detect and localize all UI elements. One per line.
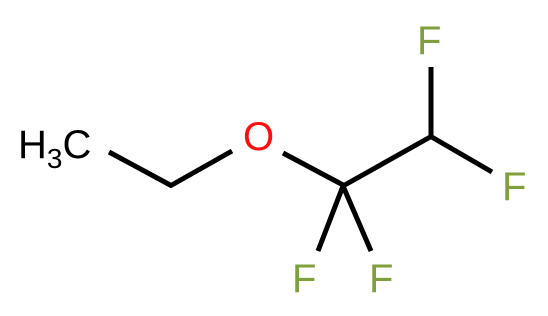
bond-cf2-f-bottom-right (340, 185, 374, 252)
ch3-label: H3C (18, 123, 91, 174)
fluorine-bottom-right-label: F (369, 257, 393, 301)
bond-ch3-ch2 (107, 149, 174, 189)
ch3-subscript: 3 (47, 143, 63, 174)
bond-cf2-chf2 (341, 133, 434, 189)
fluorine-right-label: F (502, 165, 526, 209)
ch3-c: C (62, 123, 91, 167)
fluorine-bottom-left-label: F (292, 257, 316, 301)
oxygen-label: O (243, 115, 274, 159)
fluorine-top-label: F (417, 19, 441, 63)
bond-ch2-o (168, 148, 234, 189)
ch3-h: H (18, 123, 47, 167)
bond-o-cf2 (281, 150, 347, 189)
bond-chf2-f-right (428, 133, 494, 175)
bond-cf2-f-bottom-left (315, 185, 346, 252)
